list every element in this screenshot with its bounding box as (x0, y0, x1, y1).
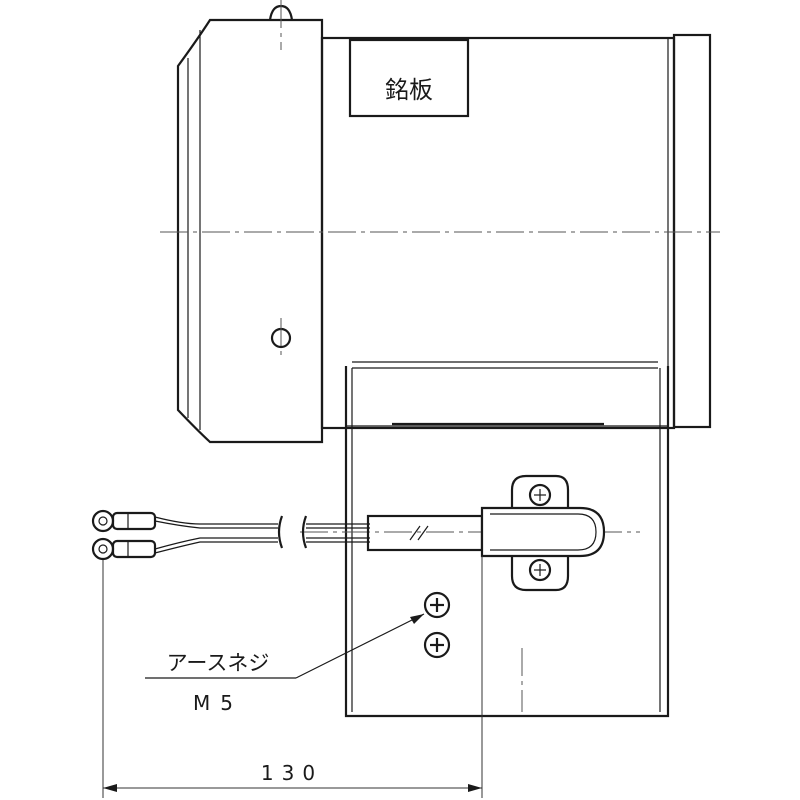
lead-cable (91, 509, 484, 561)
cable-clamp (480, 474, 606, 592)
nameplate: 銘板 (348, 38, 470, 118)
earth-screw (423, 591, 451, 659)
center-lines (160, 0, 720, 712)
terminal-box (344, 366, 670, 718)
dimension-130 (102, 556, 483, 798)
dimension-130-label: 130 (261, 761, 323, 785)
nameplate-label: 銘板 (385, 76, 433, 104)
earth-screw-label: アースネジ (167, 651, 270, 675)
earth-screw-size: M5 (193, 691, 243, 715)
earth-screw-leader (145, 613, 425, 679)
motor-body (320, 33, 712, 430)
end-cover (176, 4, 324, 444)
